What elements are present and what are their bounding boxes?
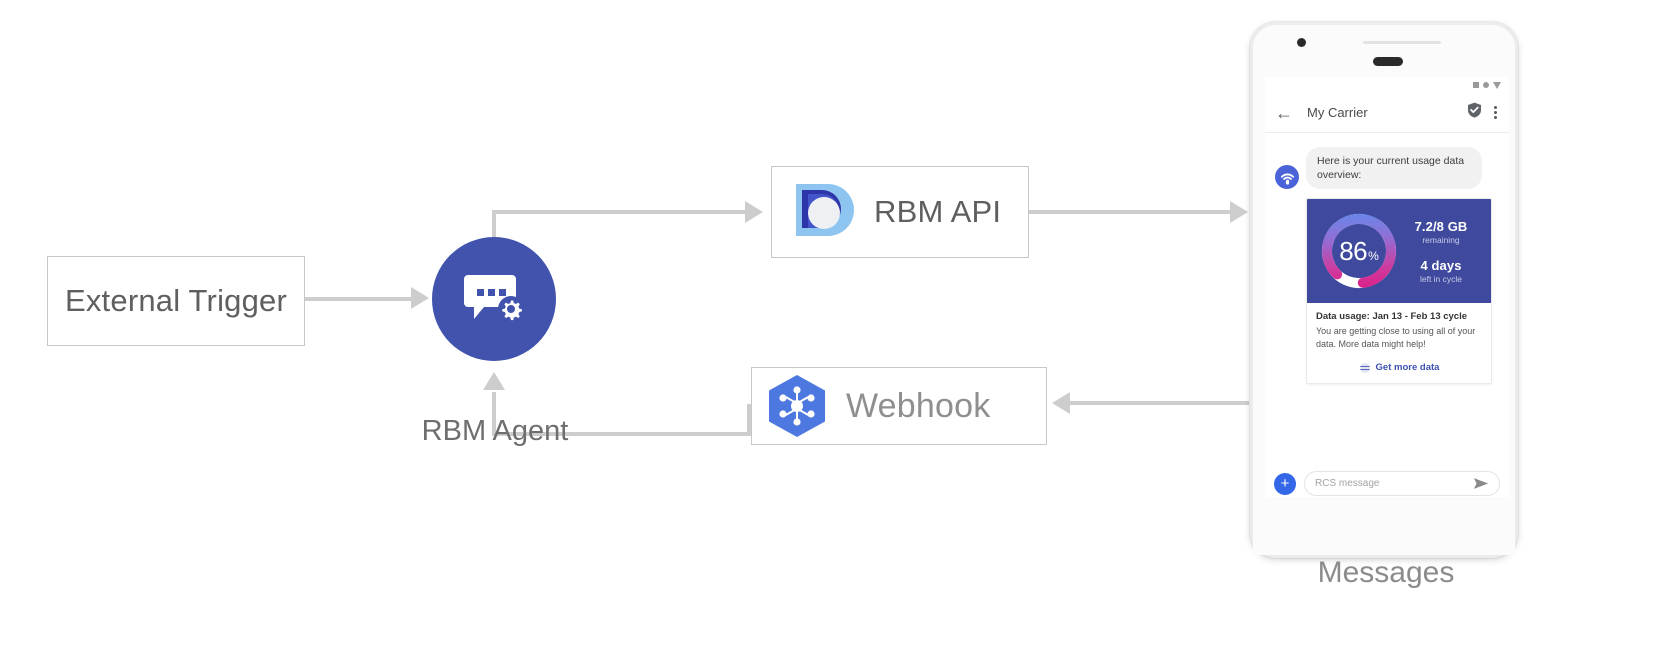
globe-icon bbox=[1358, 361, 1371, 374]
webhook-node[interactable]: Webhook bbox=[751, 367, 1047, 445]
card-body: Data usage: Jan 13 - Feb 13 cycle You ar… bbox=[1307, 303, 1491, 382]
conversation-thread: Here is your current usage data overview… bbox=[1265, 133, 1509, 463]
arrowhead-agent-to-api bbox=[745, 201, 763, 223]
stat-days-main: 4 days bbox=[1420, 257, 1462, 273]
stat-block-days: 4 days left in cycle bbox=[1401, 258, 1481, 284]
stat-data-main: 7.2/8 GB bbox=[1414, 218, 1468, 234]
rbm-api-droplet-icon bbox=[796, 184, 854, 236]
gauge-percent: 86 % bbox=[1317, 209, 1401, 293]
gauge-percent-value: 86 bbox=[1339, 235, 1368, 266]
connector-webhook-down bbox=[747, 404, 751, 436]
send-icon[interactable] bbox=[1473, 477, 1489, 490]
rbm-agent-node[interactable] bbox=[432, 237, 556, 361]
phone-screen: ← My Carrier bbox=[1265, 77, 1509, 499]
incoming-message-bubble: Here is your current usage data overview… bbox=[1306, 147, 1482, 190]
arrowhead-api-to-phone bbox=[1230, 201, 1248, 223]
messages-label: Messages bbox=[1317, 556, 1455, 589]
phone-top-bezel bbox=[1253, 25, 1515, 77]
stat-days-sub: left in cycle bbox=[1419, 273, 1463, 284]
plus-icon[interactable]: + bbox=[1274, 472, 1296, 495]
app-bar: ← My Carrier bbox=[1265, 93, 1509, 133]
rbm-api-node[interactable]: RBM API bbox=[771, 166, 1029, 258]
rbm-agent-label: RBM Agent bbox=[421, 415, 569, 447]
rbm-api-label: RBM API bbox=[874, 194, 1002, 229]
card-hero: 86 % 7.2/8 GB remaining 4 days lef bbox=[1307, 199, 1491, 304]
conversation-title: My Carrier bbox=[1307, 105, 1368, 120]
card-description: You are getting close to using all of yo… bbox=[1316, 325, 1482, 350]
arrowhead-phone-to-webhook bbox=[1052, 392, 1070, 414]
connector-webhook-to-agent bbox=[492, 432, 749, 436]
rcs-brand-avatar-icon bbox=[1275, 165, 1299, 190]
message-row: Here is your current usage data overview… bbox=[1275, 147, 1499, 190]
phone-bottom-bezel bbox=[1253, 497, 1515, 555]
card-description-line2: More data might help! bbox=[1338, 338, 1426, 349]
external-trigger-node[interactable]: External Trigger bbox=[47, 256, 305, 346]
triangle-down-icon bbox=[1493, 81, 1501, 89]
rcs-message-input[interactable]: RCS message bbox=[1304, 471, 1500, 496]
stat-data-sub: remaining bbox=[1422, 234, 1460, 245]
card-title: Data usage: Jan 13 - Feb 13 cycle bbox=[1316, 311, 1468, 323]
arrowhead-webhook-to-agent bbox=[483, 372, 505, 390]
arrowhead-trigger-to-agent bbox=[411, 287, 429, 309]
external-trigger-label: External Trigger bbox=[64, 283, 288, 318]
connector-agent-return-up bbox=[492, 392, 496, 434]
webhook-hexagon-icon bbox=[769, 375, 825, 437]
gauge-percent-unit: % bbox=[1368, 248, 1379, 263]
phone-mockup: ← My Carrier bbox=[1250, 22, 1518, 558]
earpiece-speaker bbox=[1373, 57, 1403, 66]
back-arrow-icon[interactable]: ← bbox=[1275, 102, 1293, 123]
stat-block-data: 7.2/8 GB remaining bbox=[1401, 219, 1481, 245]
connector-phone-to-webhook bbox=[1070, 401, 1256, 405]
verified-shield-icon[interactable] bbox=[1467, 102, 1482, 123]
square-icon bbox=[1473, 82, 1479, 88]
data-usage-gauge: 86 % bbox=[1317, 209, 1401, 293]
get-more-data-button[interactable]: Get more data bbox=[1316, 360, 1482, 374]
webhook-label: Webhook bbox=[846, 386, 991, 425]
connector-api-to-phone bbox=[1029, 210, 1244, 214]
card-description-line1: You are getting close to using all of yo… bbox=[1316, 326, 1476, 349]
data-usage-rich-card[interactable]: 86 % 7.2/8 GB remaining 4 days lef bbox=[1306, 198, 1492, 384]
circle-icon bbox=[1483, 82, 1489, 88]
status-bar bbox=[1265, 77, 1509, 93]
sensor-strip bbox=[1363, 41, 1441, 44]
chat-gear-icon bbox=[464, 275, 524, 322]
overflow-menu-icon[interactable] bbox=[1494, 106, 1497, 119]
front-camera-icon bbox=[1297, 38, 1306, 47]
connector-trigger-to-agent bbox=[305, 297, 413, 301]
rcs-message-placeholder: RCS message bbox=[1315, 478, 1380, 489]
compose-bar: + RCS message bbox=[1265, 463, 1509, 499]
hero-stats: 7.2/8 GB remaining 4 days left in cycle bbox=[1401, 219, 1481, 284]
get-more-data-label: Get more data bbox=[1375, 362, 1440, 374]
connector-agent-to-api bbox=[492, 210, 747, 214]
